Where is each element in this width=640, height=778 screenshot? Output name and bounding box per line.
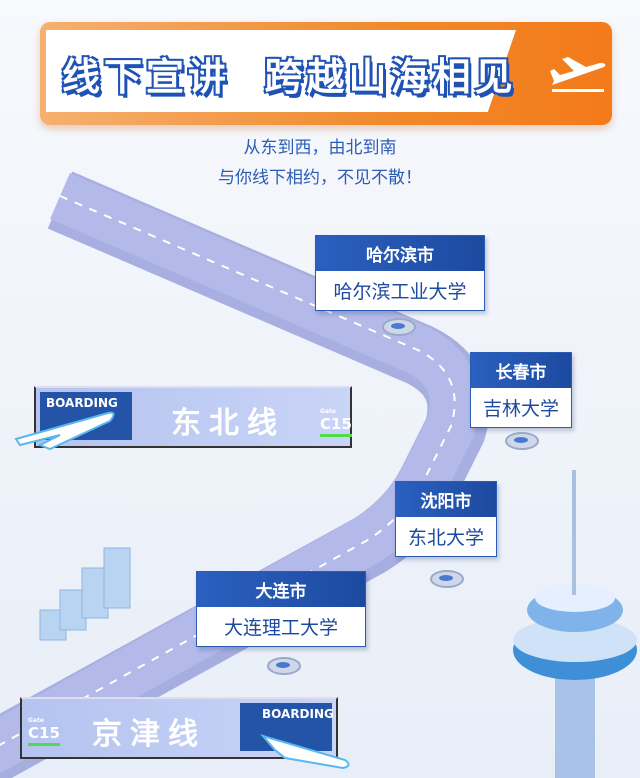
stop-university: 吉林大学: [482, 398, 559, 420]
airplane-icon: [260, 734, 350, 770]
location-pin-icon: [382, 318, 416, 336]
gate-label: Gate: [28, 717, 44, 724]
boarding-label: BOARDING: [46, 396, 118, 410]
control-tower-icon: [513, 470, 637, 778]
boarding-label: BOARDING: [262, 707, 334, 721]
header-title: 线下宣讲 跨越山海相见: [62, 55, 517, 99]
stop-university: 大连理工大学: [223, 617, 338, 639]
boarding-panel: BOARDING: [40, 392, 132, 440]
stop-university: 东北大学: [407, 527, 484, 549]
boarding-panel: BOARDING: [240, 703, 334, 751]
subtitle-line1: 从东到西，由北到南: [243, 138, 397, 158]
stop-city: 沈阳市: [396, 482, 496, 517]
location-pin-icon: [430, 570, 464, 588]
stop-label[interactable]: 大连市 大连理工大学: [196, 571, 366, 647]
route-name: 京津线: [92, 717, 206, 752]
stop-label[interactable]: 沈阳市 东北大学: [395, 481, 497, 557]
stop-city: 哈尔滨市: [316, 236, 484, 271]
plane-takeoff-icon: [550, 57, 606, 92]
location-pin-icon: [267, 657, 301, 675]
location-pin-icon: [505, 432, 539, 450]
stop-city: 大连市: [197, 572, 365, 607]
gate-label: Gate: [320, 408, 336, 415]
subtitle-line2: 与你线下相约，不见不散！: [218, 168, 422, 188]
airplane-icon: [14, 411, 115, 451]
stairs-graphic: [39, 547, 131, 641]
gate-number: C15: [320, 415, 352, 433]
route-name: 东北线: [171, 406, 285, 441]
gate-number: C15: [28, 724, 60, 742]
stop-city: 长春市: [471, 353, 571, 388]
stop-label[interactable]: 长春市 吉林大学: [470, 352, 572, 428]
road-top: [0, 173, 480, 774]
header-banner-panel: [46, 30, 516, 112]
stop-university: 哈尔滨工业大学: [333, 281, 467, 303]
stop-label[interactable]: 哈尔滨市 哈尔滨工业大学: [315, 235, 485, 311]
